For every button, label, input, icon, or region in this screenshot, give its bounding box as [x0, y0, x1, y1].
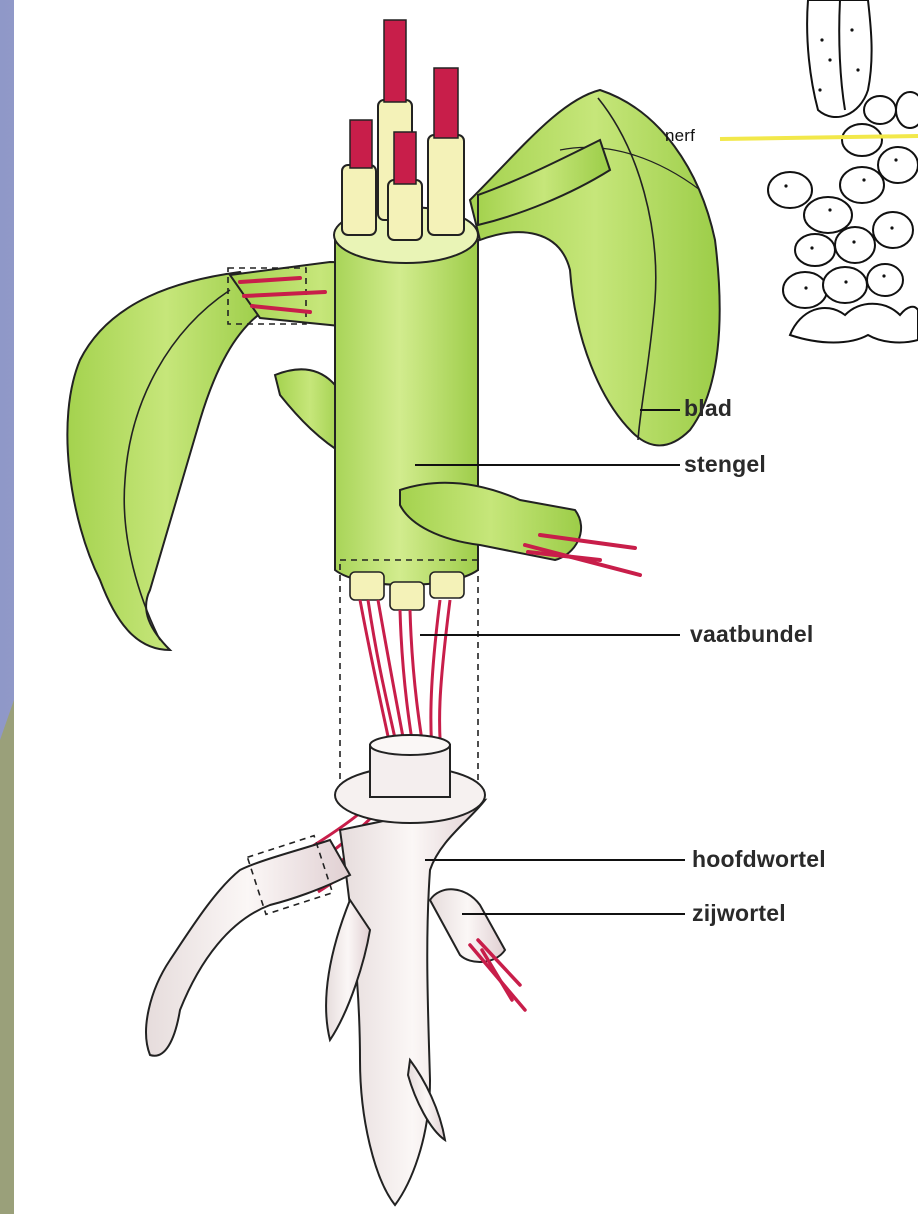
label-blad: blad [684, 395, 732, 422]
label-vaatbundel: vaatbundel [690, 621, 813, 648]
cell-inset [768, 0, 918, 343]
left-lateral-root [146, 840, 350, 1056]
left-edge-wedge [0, 700, 14, 1214]
label-hoofdwortel: hoofdwortel [692, 846, 826, 873]
top-bundles [342, 20, 464, 240]
label-zijwortel: zijwortel [692, 900, 786, 927]
nerf-line [720, 136, 918, 139]
label-nerf: nerf [665, 126, 695, 146]
label-stengel: stengel [684, 451, 766, 478]
side-root [430, 889, 505, 962]
left-leaf [67, 272, 265, 650]
